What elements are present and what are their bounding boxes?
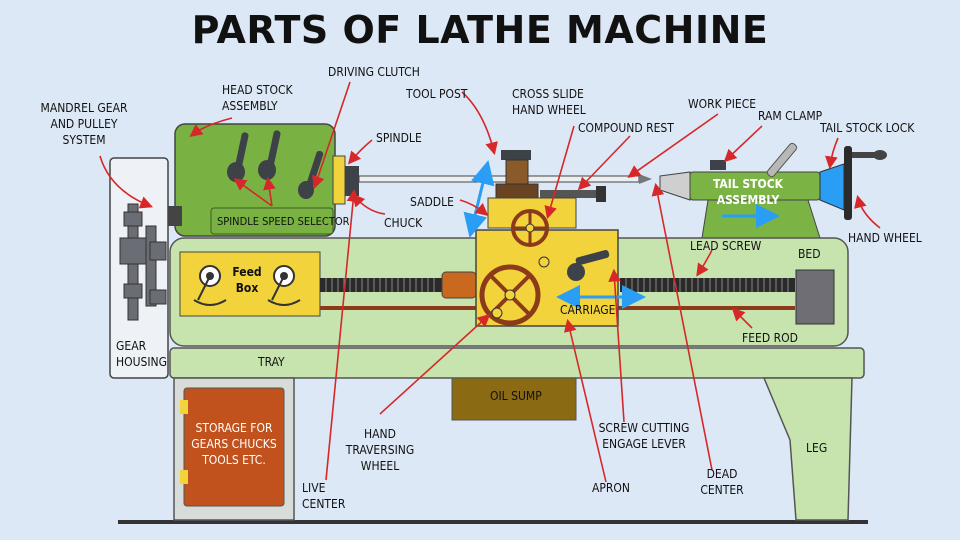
saddle-motion-arrow — [463, 160, 495, 238]
speed-levers — [227, 130, 324, 199]
label-carriage: CARRIAGE — [560, 303, 616, 317]
label-headstock: HEAD STOCK ASSEMBLY — [222, 83, 293, 113]
label-mandrel: MANDREL GEAR AND PULLEY SYSTEM — [40, 101, 128, 147]
label-cross-slide: CROSS SLIDE HAND WHEEL — [512, 87, 586, 117]
label-live-center: LIVE CENTER — [302, 481, 346, 511]
work-piece — [358, 175, 640, 183]
label-spindle-speed: SPINDLE SPEED SELECTOR — [217, 215, 350, 228]
label-tray: TRAY — [258, 355, 285, 369]
label-feed-rod: FEED ROD — [742, 331, 798, 345]
label-driving-clutch: DRIVING CLUTCH — [328, 65, 420, 79]
cross-slide-hand-wheel — [511, 209, 549, 247]
speed-selector-plate — [210, 207, 334, 235]
label-chuck: CHUCK — [384, 216, 423, 230]
label-hand-wheel: HAND WHEEL — [848, 231, 922, 245]
page-title: PARTS OF LATHE MACHINE — [191, 8, 769, 52]
label-bed: BED — [798, 247, 821, 261]
label-lead-screw: LEAD SCREW — [690, 239, 762, 253]
leader-lines — [99, 81, 881, 483]
label-tool-post: TOOL POST — [406, 87, 468, 101]
tailstock-quill — [659, 171, 691, 201]
tool-post-top — [501, 150, 531, 160]
floor-line — [118, 520, 868, 524]
gear-train — [119, 203, 167, 321]
storage-door — [183, 387, 285, 507]
screw-cutting-lever — [567, 250, 610, 281]
dead-center-tip — [639, 174, 652, 184]
label-tail-stock-lock: TAIL STOCK LOCK — [820, 121, 915, 135]
label-screw-cutting: SCREW CUTTING ENGAGE LEVER — [598, 421, 690, 451]
tailstock-lock — [710, 160, 726, 170]
tool-post — [505, 159, 529, 185]
label-dead-center: DEAD CENTER — [700, 467, 744, 497]
label-work-piece: WORK PIECE — [688, 97, 757, 111]
tailstock-cone — [819, 163, 845, 211]
hand-traversing-wheel — [479, 264, 541, 326]
leg — [762, 377, 853, 521]
label-apron: APRON — [592, 481, 630, 495]
label-oil-sump: OIL SUMP — [490, 389, 542, 403]
headstock-shaft — [168, 206, 182, 226]
lead-screw-right — [620, 278, 795, 292]
label-leg: LEG — [806, 441, 828, 455]
apron-knob — [538, 256, 550, 268]
bed-end-block — [795, 269, 835, 325]
compound-rest-screw — [540, 190, 596, 198]
label-tail-stock-assembly: TAIL STOCK ASSEMBLY — [712, 177, 784, 207]
label-ram-clamp: RAM CLAMP — [758, 109, 823, 123]
feed-box-dials — [193, 265, 301, 306]
label-storage: STORAGE FOR GEARS CHUCKS TOOLS ETC. — [191, 421, 277, 467]
label-feed-box: Feed Box — [232, 265, 262, 295]
label-gear-housing: GEAR HOUSING — [116, 339, 167, 369]
tailstock-handwheel — [844, 146, 852, 220]
lead-screw-bearing — [441, 271, 477, 299]
oil-sump — [451, 377, 577, 421]
compound-rest-base — [495, 183, 539, 199]
compound-handle — [596, 186, 606, 202]
label-saddle: SADDLE — [410, 195, 454, 209]
saddle — [487, 197, 577, 229]
chuck-body — [345, 166, 359, 196]
label-spindle: SPINDLE — [376, 131, 422, 145]
label-hand-traversing: HAND TRAVERSING WHEEL — [345, 427, 415, 473]
ram-clamp-lever — [766, 142, 798, 178]
chuck-plate — [332, 155, 346, 205]
label-compound-rest: COMPOUND REST — [578, 121, 674, 135]
selector-leaders — [233, 176, 276, 207]
